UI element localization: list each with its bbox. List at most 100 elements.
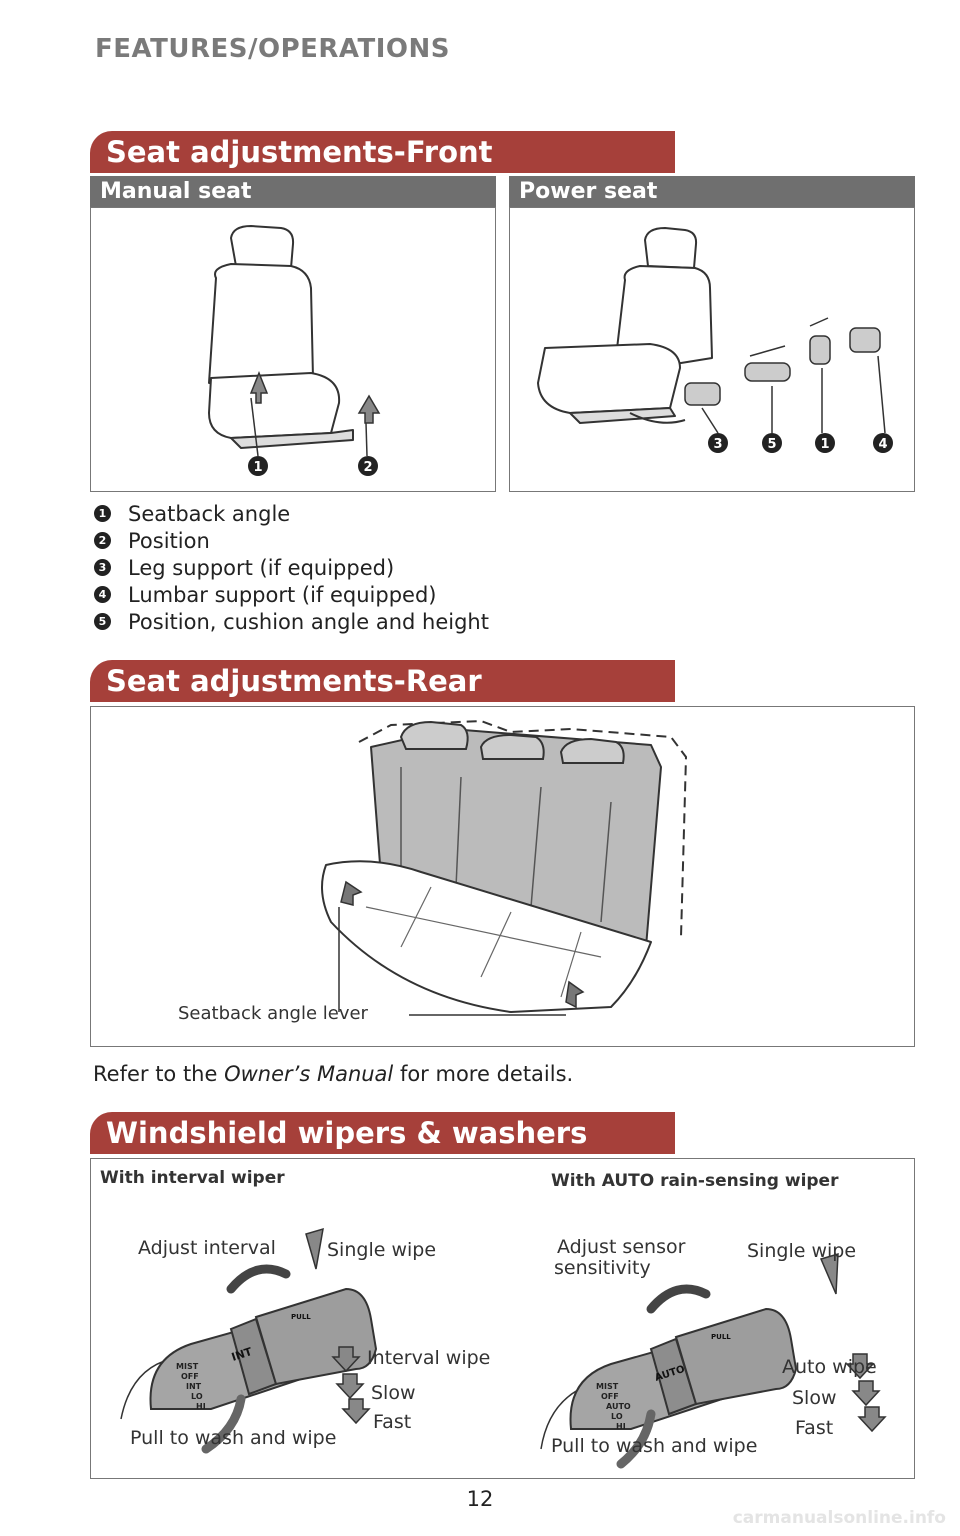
rear-section-title: Seat adjustments-Rear xyxy=(106,664,482,698)
recline-switch-icon xyxy=(809,335,831,365)
rear-note-prefix: Refer to the xyxy=(93,1062,225,1086)
rear-note-manual: Owner’s Manual xyxy=(224,1062,394,1086)
legend-text: Position, cushion angle and height xyxy=(128,609,489,634)
manual-seat-illustration: 1 2 xyxy=(208,225,381,476)
recline-arrow-icon xyxy=(249,370,269,404)
power-callout-4: 4 xyxy=(878,437,887,452)
slow-label: Slow xyxy=(792,1387,837,1409)
headrest xyxy=(399,720,469,750)
single-wipe-label: Single wipe xyxy=(747,1240,857,1262)
legend-item: 3 Leg support (if equipped) xyxy=(94,554,394,581)
fast-label: Fast xyxy=(373,1411,412,1433)
manual-seat-subhead: Manual seat xyxy=(90,176,496,208)
rear-note-suffix: for more details. xyxy=(393,1062,574,1086)
slide-arrow-icon xyxy=(357,394,381,424)
rear-seat-panel: Seatback angle lever xyxy=(90,706,915,1047)
headrest xyxy=(479,733,545,760)
page-header: FEATURES/OPERATIONS xyxy=(95,34,451,64)
headrest xyxy=(559,737,625,764)
legend-number: 3 xyxy=(94,559,111,576)
power-seat-subhead: Power seat xyxy=(509,176,915,208)
interval-stalk-illustration: INT PULL MIST OFF INT LO HI xyxy=(120,1227,378,1454)
watermark: carmanualsonline.info xyxy=(732,1508,946,1528)
legend-number: 4 xyxy=(94,586,111,603)
lever-arrow-icon xyxy=(565,980,585,1009)
fast-arrow-icon xyxy=(341,1398,371,1425)
pull-arrow-icon xyxy=(201,1394,246,1454)
adjust-interval-label: Adjust interval xyxy=(138,1237,276,1259)
stalk-label-lo: LO xyxy=(191,1392,203,1401)
legend-text: Lumbar support (if equipped) xyxy=(128,582,437,607)
single-wipe-arrow-icon xyxy=(819,1252,839,1295)
stalk-label-auto: AUTO xyxy=(606,1402,631,1411)
manual-callout-2: 2 xyxy=(363,460,372,475)
front-section-title: Seat adjustments-Front xyxy=(106,135,493,169)
headrest xyxy=(644,227,698,269)
fast-label: Fast xyxy=(795,1417,834,1439)
fast-arrow-icon xyxy=(857,1406,887,1433)
stalk-label-int: INT xyxy=(186,1382,202,1391)
auto-wiper-title: With AUTO rain-sensing wiper xyxy=(551,1171,839,1191)
pull-wash-label: Pull to wash and wipe xyxy=(551,1435,758,1457)
interval-wipe-label: Interval wipe xyxy=(367,1347,491,1369)
interval-arrow-icon xyxy=(331,1346,361,1373)
adjust-sensor-label-1: Adjust sensor xyxy=(557,1236,686,1258)
stalk-label-mist: MIST xyxy=(176,1362,199,1371)
page-number: 12 xyxy=(466,1487,494,1511)
stalk-label-mist: MIST xyxy=(596,1382,619,1391)
power-seat-panel: 3 5 1 4 xyxy=(509,207,915,492)
pull-label: PULL xyxy=(711,1333,731,1341)
stalk-label-off: OFF xyxy=(181,1372,199,1381)
legend-text: Leg support (if equipped) xyxy=(128,555,395,580)
rear-cushion xyxy=(321,860,652,1013)
legend-item: 1 Seatback angle xyxy=(94,500,290,527)
stalk-label-off: OFF xyxy=(601,1392,619,1401)
headrest xyxy=(230,225,295,269)
position-switch-icon xyxy=(744,362,791,382)
auto-wipe-arrow-icon xyxy=(845,1353,875,1380)
adjust-sensor-label-2: sensitivity xyxy=(554,1257,651,1279)
front-section-header: Seat adjustments-Front xyxy=(90,131,675,173)
seatback xyxy=(208,263,314,387)
pull-arrow-icon xyxy=(616,1409,656,1469)
legend-number: 2 xyxy=(94,532,111,549)
lever-arrow-icon xyxy=(340,880,363,906)
manual-seat-panel: 1 2 xyxy=(90,207,496,492)
cushion xyxy=(537,343,681,414)
lumbar-switch-icon xyxy=(849,327,881,353)
pull-wash-label: Pull to wash and wipe xyxy=(130,1427,337,1449)
legend-number: 1 xyxy=(94,505,111,522)
auto-wipe-label: Auto wipe xyxy=(782,1356,877,1378)
adjust-arrow-icon xyxy=(646,1284,711,1314)
power-seat-illustration: 3 5 1 4 xyxy=(537,227,893,453)
rear-section-header: Seat adjustments-Rear xyxy=(90,660,675,702)
stalk-tip xyxy=(254,1287,378,1386)
legend-text: Seatback angle xyxy=(128,501,291,526)
manual-callout-1: 1 xyxy=(253,460,262,475)
adjust-arrow-icon xyxy=(226,1264,291,1294)
slow-arrow-icon xyxy=(335,1373,365,1400)
leg-support-switch-icon xyxy=(684,382,721,406)
wipers-panel: With interval wiper With AUTO rain-sensi… xyxy=(90,1158,915,1479)
seatback-lever-label: Seatback angle lever xyxy=(178,1003,368,1024)
legend-text: Position xyxy=(128,528,210,553)
seat-base xyxy=(230,429,354,449)
power-callout-3: 3 xyxy=(713,437,722,452)
stalk-label-hi: HI xyxy=(196,1402,206,1411)
power-callout-5: 5 xyxy=(767,437,776,452)
rear-note: Refer to the Owner’s Manual for more det… xyxy=(93,1062,573,1086)
slow-label: Slow xyxy=(371,1382,416,1404)
ring-int-label: INT xyxy=(230,1345,254,1364)
seat-base xyxy=(569,407,676,424)
rear-seat-illustration xyxy=(321,719,688,1016)
pull-label: PULL xyxy=(291,1313,311,1321)
power-callout-1: 1 xyxy=(820,437,829,452)
stalk-label-hi: HI xyxy=(616,1422,626,1431)
legend-number: 5 xyxy=(94,613,111,630)
slow-arrow-icon xyxy=(851,1380,881,1407)
legend-item: 4 Lumbar support (if equipped) xyxy=(94,581,437,608)
wipers-section-header: Windshield wipers & washers xyxy=(90,1112,675,1154)
seatback xyxy=(614,265,713,369)
interval-wiper-title: With interval wiper xyxy=(100,1168,285,1188)
stalk-tip xyxy=(674,1307,798,1406)
